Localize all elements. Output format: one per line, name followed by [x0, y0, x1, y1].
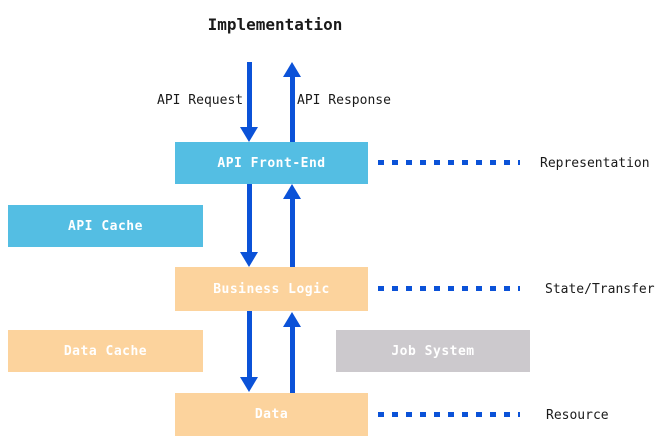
representation-dashed-line: [378, 160, 520, 165]
logic-to-frontend-arrow-shaft: [290, 198, 295, 267]
api-request-label: API Request: [157, 93, 244, 108]
business-logic-box: Business Logic: [175, 267, 368, 311]
logic-to-data-arrow-down-icon: [240, 377, 258, 392]
data-box: Data: [175, 393, 368, 436]
data-cache-box: Data Cache: [8, 330, 203, 372]
state-transfer-layer-label: State/Transfer: [545, 282, 655, 297]
frontend-to-logic-arrow-shaft: [247, 184, 252, 253]
api-front-end-box: API Front-End: [175, 142, 368, 184]
data-to-logic-arrow-shaft: [290, 327, 295, 393]
response-arrow-shaft: [290, 76, 295, 142]
resource-dashed-line: [378, 412, 520, 417]
response-arrow-up-icon: [283, 62, 301, 77]
logic-to-data-arrow-shaft: [247, 311, 252, 378]
data-to-logic-arrow-up-icon: [283, 312, 301, 327]
api-cache-box: API Cache: [8, 205, 203, 247]
request-arrow-shaft: [247, 62, 252, 128]
resource-layer-label: Resource: [546, 408, 609, 423]
api-response-label: API Response: [297, 93, 391, 108]
job-system-box: Job System: [336, 330, 530, 372]
state-transfer-dashed-line: [378, 286, 520, 291]
frontend-to-logic-arrow-down-icon: [240, 252, 258, 267]
diagram-title: Implementation: [207, 15, 343, 34]
logic-to-frontend-arrow-up-icon: [283, 184, 301, 199]
representation-layer-label: Representation: [540, 156, 650, 171]
request-arrow-down-icon: [240, 127, 258, 142]
